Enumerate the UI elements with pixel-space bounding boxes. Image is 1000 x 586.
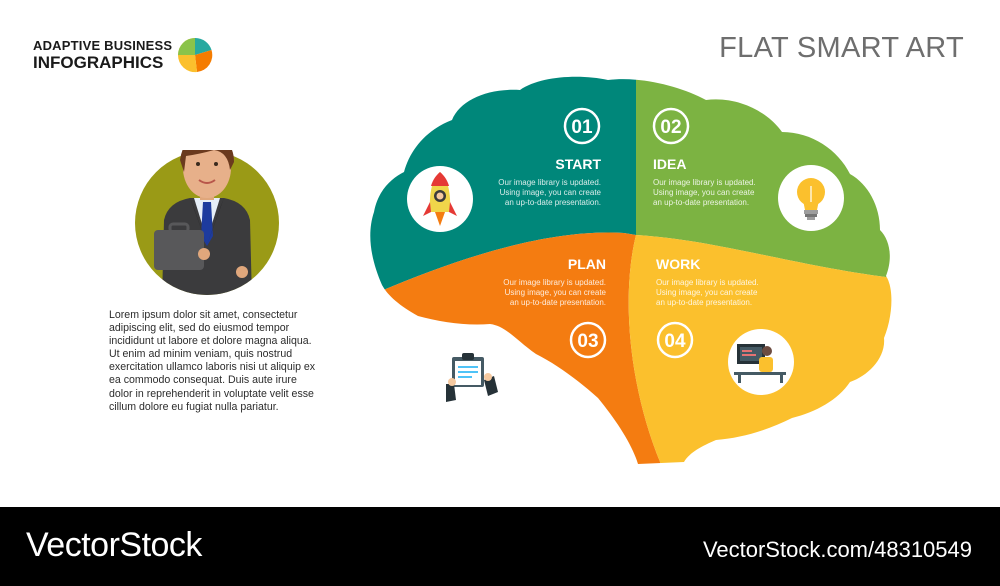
brain-diagram: 01 02 03 04 START IDEA PLAN WORK Our ima… xyxy=(370,76,892,464)
logo-line1: ADAPTIVE BUSINESS xyxy=(33,38,173,53)
number-02: 02 xyxy=(660,117,681,138)
number-badge-01: 01 xyxy=(563,107,601,145)
label-work: WORK xyxy=(656,256,700,272)
plan-text-line3: an up-to-date presentation. xyxy=(510,298,606,307)
work-text-line1: Our image library is updated. xyxy=(656,278,759,287)
number-03: 03 xyxy=(577,331,598,352)
idea-text-line3: an up-to-date presentation. xyxy=(653,198,749,207)
start-text-line2: Using image, you can create xyxy=(500,188,602,197)
clipboard-icon xyxy=(446,353,498,402)
number-badge-03: 03 xyxy=(569,321,607,359)
number-badge-02: 02 xyxy=(652,107,690,145)
logo-text: ADAPTIVE BUSINESS INFOGRAPHICS xyxy=(33,38,172,73)
computer-worker-icon xyxy=(728,329,794,395)
number-04: 04 xyxy=(664,331,686,352)
pie-logo-icon xyxy=(177,37,213,73)
businessman-avatar xyxy=(135,150,279,295)
plan-text-line2: Using image, you can create xyxy=(505,288,607,297)
logo-line2: INFOGRAPHICS xyxy=(33,53,164,72)
number-badge-04: 04 xyxy=(656,321,694,359)
rocket-icon xyxy=(407,166,473,232)
work-text-line3: an up-to-date presentation. xyxy=(656,298,752,307)
label-idea: IDEA xyxy=(653,156,686,172)
label-start: START xyxy=(555,156,601,172)
footer-brand: VectorStock xyxy=(26,526,202,564)
plan-text-line1: Our image library is updated. xyxy=(503,278,606,287)
label-plan: PLAN xyxy=(568,256,606,272)
work-text-line2: Using image, you can create xyxy=(656,288,758,297)
start-text-line3: an up-to-date presentation. xyxy=(505,198,601,207)
start-text-line1: Our image library is updated. xyxy=(498,178,601,187)
footer-bar: VectorStock VectorStock.com/48310549 xyxy=(0,507,1000,586)
idea-text-line1: Our image library is updated. xyxy=(653,178,756,187)
number-01: 01 xyxy=(571,117,593,138)
idea-text-line2: Using image, you can create xyxy=(653,188,755,197)
page-title: FLAT SMART ART xyxy=(719,32,964,64)
description-text: Lorem ipsum dolor sit amet, consectetur … xyxy=(109,309,316,413)
footer-url: VectorStock.com/48310549 xyxy=(702,537,972,562)
light-bulb-icon xyxy=(778,165,844,231)
